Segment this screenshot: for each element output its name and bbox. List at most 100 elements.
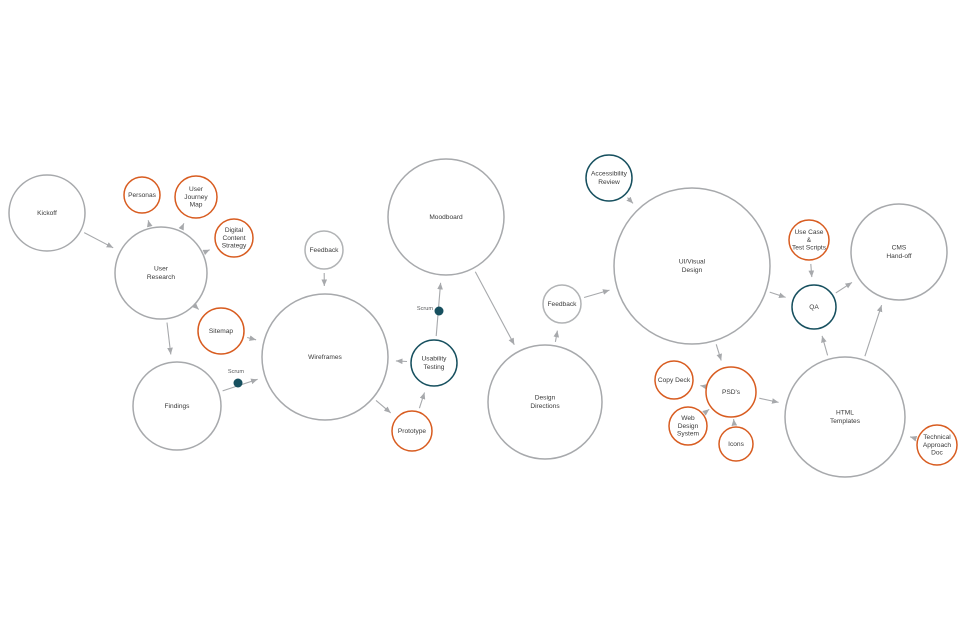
- node-label-accessibility-review: Review: [598, 179, 620, 186]
- ring-undefined: [114, 226, 208, 320]
- ring-orange: [174, 175, 218, 219]
- node-findings[interactable]: Findings: [132, 361, 222, 451]
- ring-undefined: [613, 187, 771, 345]
- ring-gray: [304, 230, 344, 270]
- node-label-digital-content-strategy: Digital: [225, 227, 244, 234]
- ring-orange: [214, 218, 254, 258]
- ring-orange: [705, 366, 757, 418]
- edge-sitemap-to-wireframes: [247, 335, 257, 341]
- ring-navy: [585, 154, 633, 202]
- node-feedback-design[interactable]: Feedback: [542, 284, 582, 324]
- ring-orange: [788, 219, 830, 261]
- node-use-case-test-scripts[interactable]: Use Case&Test Scripts: [788, 219, 830, 261]
- node-label-cms-handoff: CMS: [892, 245, 907, 252]
- edge-psds-to-web-design-system: [702, 408, 710, 416]
- ring-undefined: [8, 174, 86, 252]
- node-label-icons: Icons: [728, 441, 744, 448]
- node-label-digital-content-strategy: Strategy: [222, 242, 247, 249]
- node-label-usability-testing: Testing: [424, 364, 445, 371]
- ring-orange: [123, 176, 161, 214]
- node-label-web-design-system: Design: [678, 423, 699, 430]
- node-psds[interactable]: PSD's: [705, 366, 757, 418]
- edge-ui-visual-to-qa: [769, 291, 786, 299]
- node-label-psds: PSD's: [722, 389, 741, 396]
- edge-qa-to-cms-handoff: [835, 281, 853, 294]
- edge-moodboard-to-design-directions: [474, 271, 515, 345]
- edge-feedback-to-ui-visual: [583, 289, 610, 299]
- node-label-qa: QA: [809, 304, 819, 311]
- node-label-web-design-system: System: [677, 430, 699, 437]
- ring-undefined: [487, 344, 603, 460]
- node-label-technical-approach-doc: Approach: [923, 442, 952, 449]
- node-label-user-journey-map: Journey: [184, 194, 208, 201]
- node-label-user-journey-map: Map: [190, 201, 203, 208]
- edge-html-templates-to-qa: [821, 335, 829, 356]
- scrum-dot: [434, 306, 444, 316]
- edge-wireframes-to-prototype: [375, 399, 392, 414]
- ring-orange: [197, 307, 245, 355]
- edge-ui-visual-to-psds: [715, 344, 722, 361]
- node-label-user-journey-map: User: [189, 186, 204, 193]
- scrum-dot: [233, 378, 243, 388]
- node-icons[interactable]: Icons: [718, 426, 754, 462]
- ring-gray: [542, 284, 582, 324]
- ring-orange: [668, 406, 708, 446]
- node-label-cms-handoff: Hand-off: [886, 253, 911, 260]
- edge-user-research-to-digital-content: [202, 249, 210, 256]
- nodes-layer: PersonasUserJourneyMapDigitalContentStra…: [8, 154, 958, 478]
- edge-user-research-to-user-journey-map: [178, 223, 185, 231]
- node-label-user-research: User: [154, 266, 169, 273]
- node-label-use-case-test-scripts: &: [807, 237, 812, 244]
- node-label-feedback-design: Feedback: [548, 301, 578, 308]
- node-copy-deck[interactable]: Copy Deck: [654, 360, 694, 400]
- node-qa[interactable]: QA: [791, 284, 837, 330]
- edge-prototype-to-usability: [418, 392, 426, 409]
- ring-undefined: [784, 356, 906, 478]
- node-label-html-templates: Templates: [830, 418, 861, 425]
- node-label-copy-deck: Copy Deck: [658, 377, 691, 384]
- ring-navy: [410, 339, 458, 387]
- node-feedback-wireframes[interactable]: Feedback: [304, 230, 344, 270]
- node-sitemap[interactable]: Sitemap: [197, 307, 245, 355]
- node-prototype[interactable]: Prototype: [391, 410, 433, 452]
- node-wireframes[interactable]: Wireframes: [261, 293, 389, 421]
- ring-orange: [718, 426, 754, 462]
- edge-kickoff-to-user-research: [83, 232, 114, 249]
- ring-orange: [916, 424, 958, 466]
- edge-user-research-to-findings: [166, 322, 173, 355]
- edge-user-research-to-sitemap: [191, 302, 200, 310]
- node-label-wireframes: Wireframes: [308, 354, 342, 361]
- node-label-accessibility-review: Accessibility: [591, 171, 628, 178]
- node-personas[interactable]: Personas: [123, 176, 161, 214]
- ring-orange: [654, 360, 694, 400]
- scrum-label: Scrum: [228, 369, 245, 375]
- node-label-personas: Personas: [128, 192, 157, 199]
- node-kickoff[interactable]: Kickoff: [8, 174, 86, 252]
- node-label-use-case-test-scripts: Test Scripts: [792, 244, 827, 251]
- node-label-design-directions: Directions: [530, 403, 560, 410]
- node-label-technical-approach-doc: Technical: [923, 434, 951, 441]
- ring-undefined: [132, 361, 222, 451]
- node-label-ui-visual-design: UI/Visual: [679, 259, 706, 266]
- node-label-prototype: Prototype: [398, 428, 427, 435]
- node-label-html-templates: HTML: [836, 410, 854, 417]
- node-label-digital-content-strategy: Content: [222, 235, 245, 242]
- ring-undefined: [387, 158, 505, 276]
- edge-technical-doc-to-html-templates: [909, 436, 918, 442]
- edge-accessibility-to-ui-visual: [626, 196, 634, 204]
- node-label-use-case-test-scripts: Use Case: [795, 229, 824, 236]
- ring-undefined: [850, 203, 948, 301]
- node-moodboard[interactable]: Moodboard: [387, 158, 505, 276]
